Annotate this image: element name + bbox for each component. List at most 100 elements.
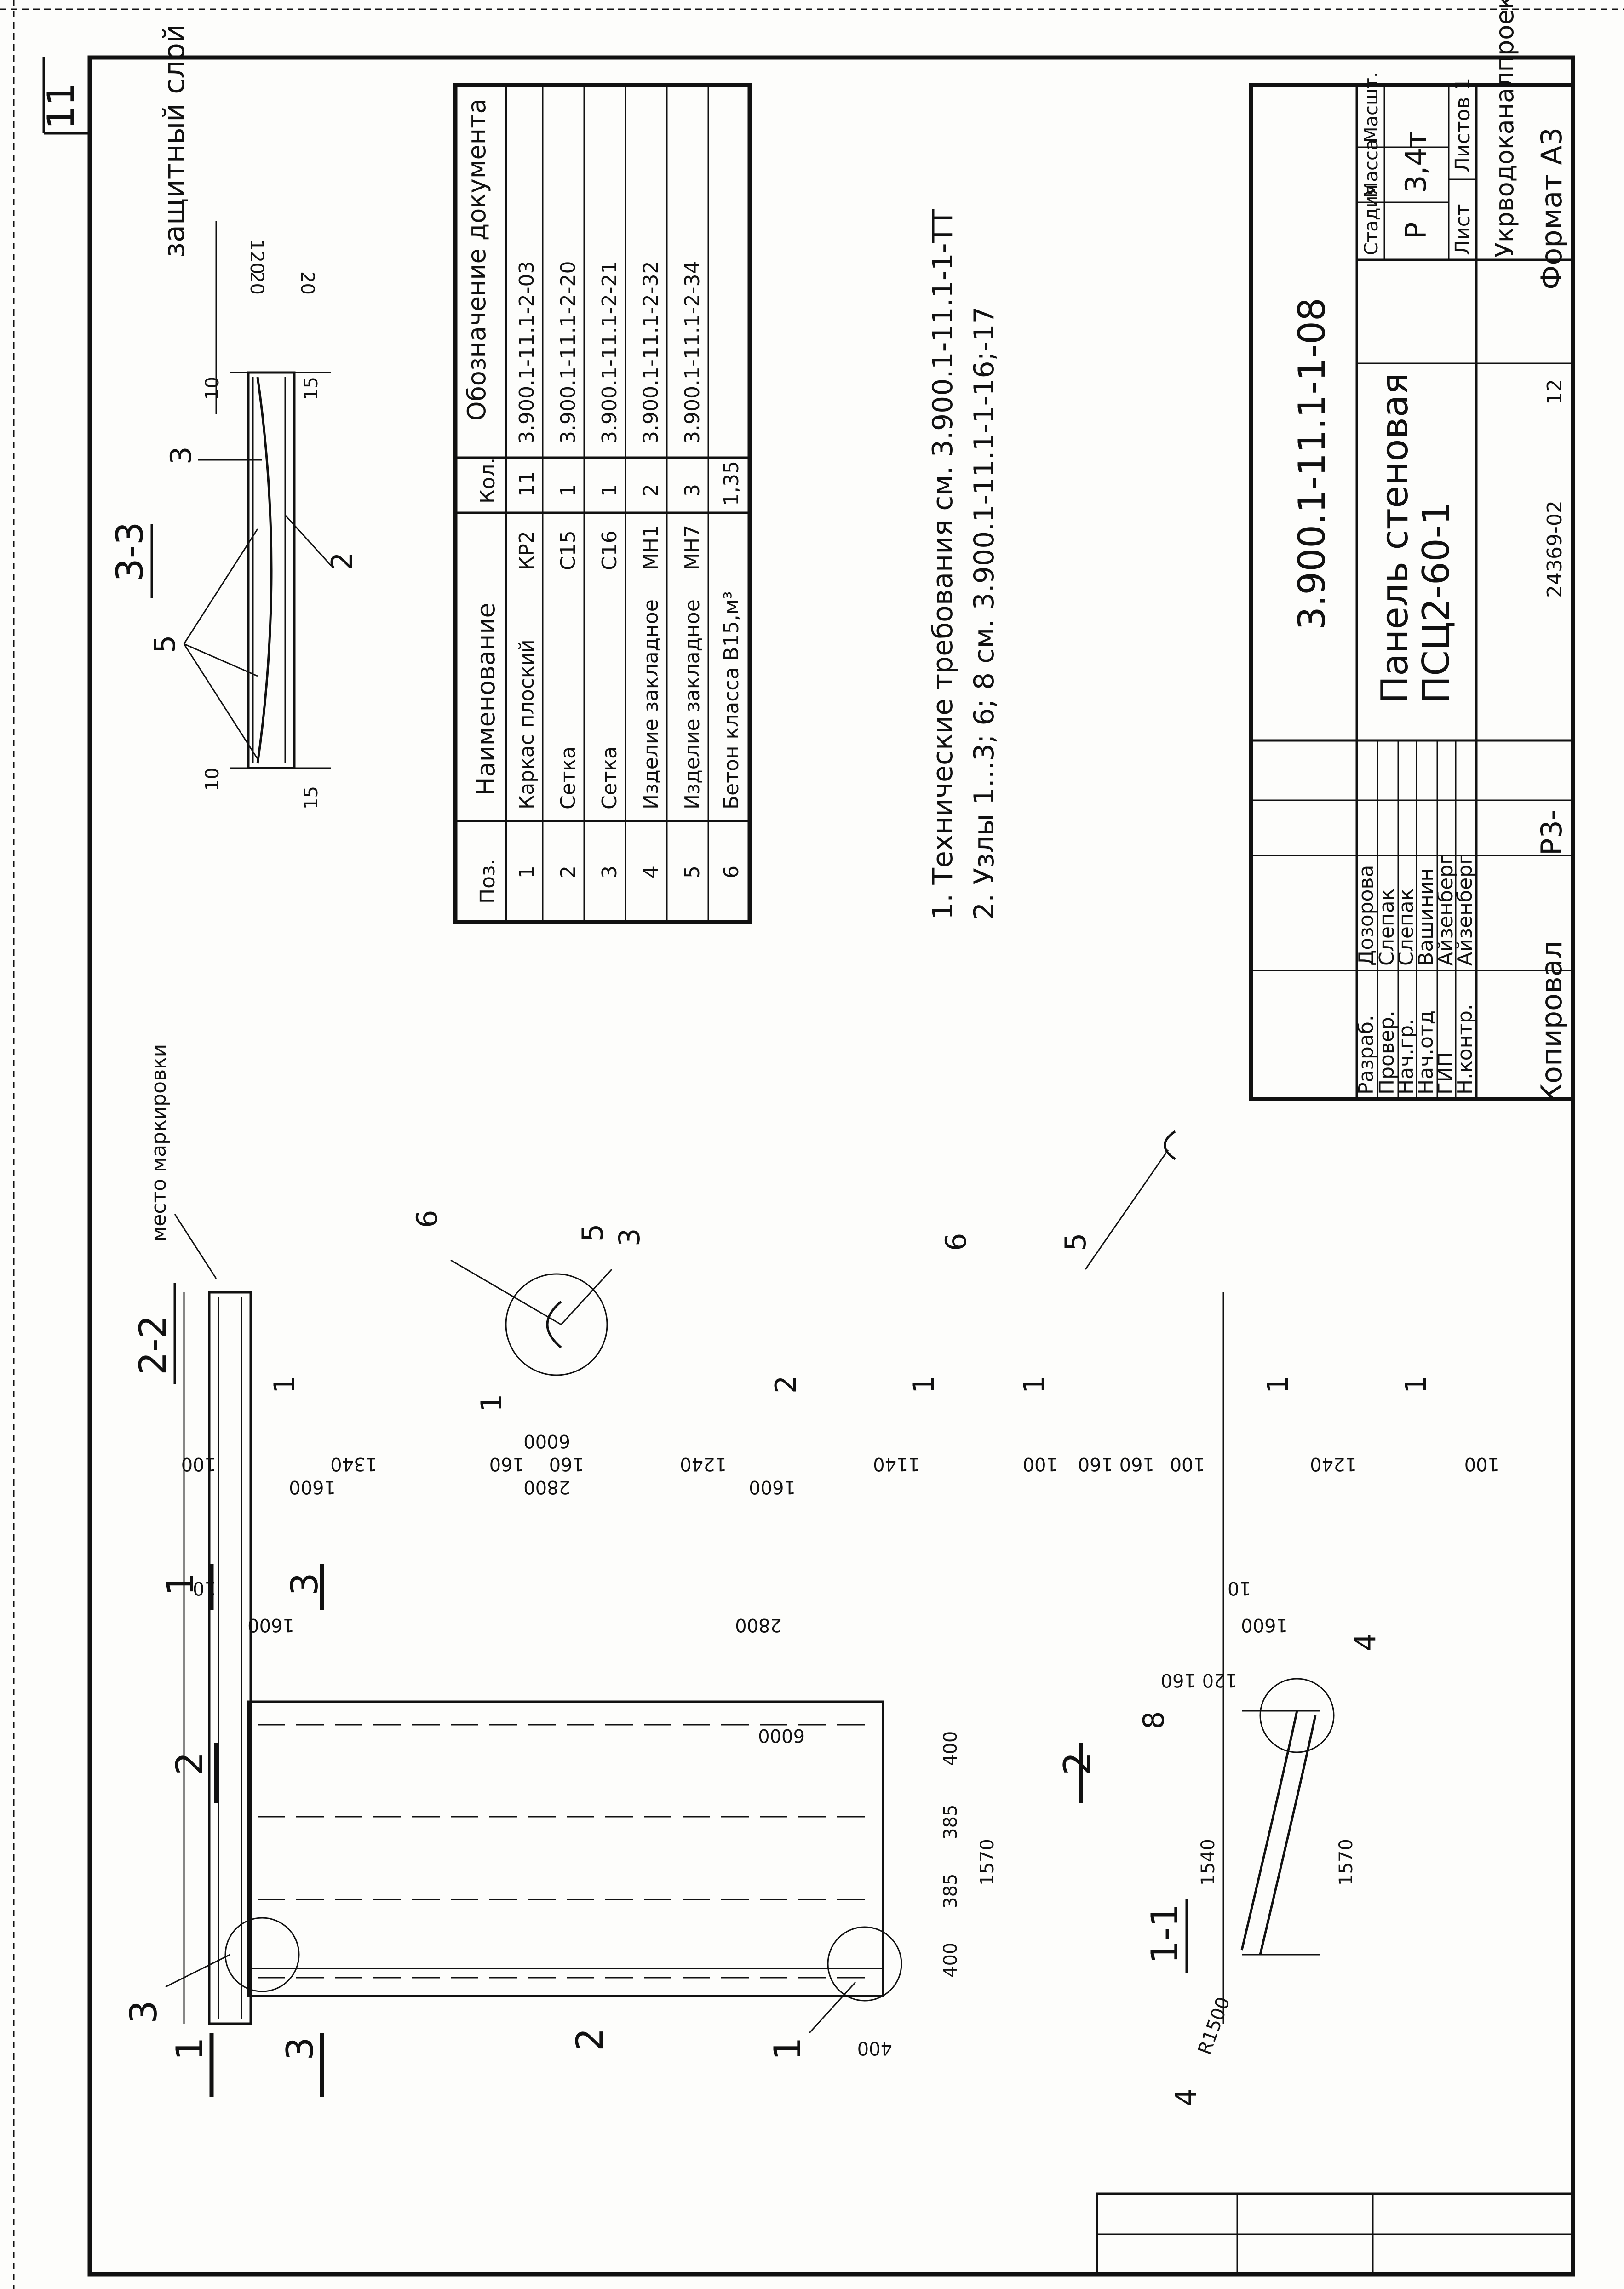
section-1-1-arc [1240,1710,1298,1951]
svg-text:3.900.1-11.1-2-34: 3.900.1-11.1-2-34 [681,261,704,444]
title-block: 3.900.1-11.1-1-08 Панель стеновая ПСЦ2-6… [1249,0,1575,1101]
svg-text:3.900.1-11.1-2-03: 3.900.1-11.1-2-03 [515,261,539,444]
cut-mark-3-bottom: 3 [279,2037,321,2060]
dim-120: 120 [246,239,267,274]
svg-text:Дозорова: Дозорова [1354,865,1378,966]
svg-text:5: 5 [681,866,704,878]
callout-5-b: 5 [1059,1233,1092,1251]
dim-1540: 1540 [1198,1839,1219,1886]
svg-text:3.900.1-11.1-2-32: 3.900.1-11.1-2-32 [639,261,663,444]
svg-text:3.900.1-11.1-2-21: 3.900.1-11.1-2-21 [598,261,621,444]
callout-8: 8 [1137,1711,1171,1729]
detail-circle [505,1273,608,1376]
dim-20-b: 20 [246,271,267,295]
note-2: 2. Узлы 1...3; 6; 8 см. 3.900.1-11.1-1-1… [968,306,1000,920]
svg-text:6: 6 [720,866,743,878]
callout-6: 6 [410,1210,444,1228]
dim-120: 120 [1202,1669,1237,1691]
dim-160-a: 160 [489,1453,524,1474]
svg-text:Вашинин: Вашинин [1414,868,1438,966]
mass-header: Масса [1361,139,1382,198]
paper-format: Формат А3 [1535,127,1568,290]
dim-15-b: 15 [301,786,322,809]
callout-1: 1 [268,1376,301,1394]
callout-3: 3 [164,447,198,465]
dim-10-a: 10 [202,377,223,400]
svg-text:Бетон класса В15,м³: Бетон класса В15,м³ [720,591,743,809]
footer: Копировал Р3- 24369-02 12 Формат А3 [1535,127,1568,1104]
svg-text:С16: С16 [598,530,621,570]
dim-1240-a: 1240 [680,1453,727,1474]
svg-text:3.900.1-11.1-2-20: 3.900.1-11.1-2-20 [557,261,580,444]
svg-text:Айзенберг: Айзенберг [1453,854,1477,966]
callout-1-e: 1 [1261,1376,1295,1394]
svg-text:Разраб.: Разраб. [1354,1015,1378,1095]
title-name-1: Панель стеновая [1373,373,1416,704]
elevation-outline [247,1700,884,1997]
signature-row: Разраб. Дозорова [1354,865,1378,1095]
svg-text:Айзенберг: Айзенберг [1434,854,1458,966]
svg-text:КР2: КР2 [515,531,539,570]
spec-header-pos: Поз. [476,859,499,904]
section-3-3-title: 3-3 [109,522,151,582]
callout-2: 2 [568,2028,611,2051]
spec-row: 2 Сетка С15 1 3.900.1-11.1-2-20 [557,261,580,878]
sheet-number: 11 [40,82,82,129]
dim-1600-top: 1600 [247,1614,294,1635]
section-3-3: 3-3 защитный слой 20 20 120 10 15 10 15 … [109,24,359,809]
stamp-mark: Р3- [1535,810,1568,855]
dim-20-a: 20 [297,271,318,295]
svg-text:Сетка: Сетка [598,746,621,809]
svg-text:4: 4 [639,866,663,878]
callout-4-top: 4 [1349,1633,1382,1651]
svg-text:С15: С15 [557,530,580,570]
dim-100-b: 100 [1023,1453,1058,1474]
title-code: 3.900.1-11.1-1-08 [1291,298,1333,630]
dim-400-b: 400 [940,1731,961,1766]
dim-1600-top-2: 1600 [1241,1614,1288,1635]
callout-6-b: 6 [939,1233,973,1251]
svg-text:1: 1 [557,484,580,497]
svg-text:Сетка: Сетка [557,746,580,809]
svg-text:1,35: 1,35 [720,461,743,506]
svg-text:3: 3 [681,484,704,497]
callout-3: 3 [122,2000,165,2024]
dim-1140: 1140 [873,1453,920,1474]
callout-1-b: 1 [475,1394,508,1412]
callout-5: 5 [576,1224,609,1242]
dim-385-b: 385 [940,1805,961,1840]
svg-text:МН1: МН1 [639,525,663,570]
dim-160-d: 160 [1119,1453,1154,1474]
dim-400-a: 400 [940,1943,961,1978]
callout-1-f: 1 [1399,1376,1433,1394]
dim-160: 160 [1161,1669,1196,1691]
svg-text:МН7: МН7 [681,525,704,570]
dim-1340: 1340 [330,1453,377,1474]
callout-2: 2 [325,552,359,570]
svg-text:11: 11 [515,471,539,497]
spec-header-name: Наименование [471,602,500,796]
marking-place-label: место маркировки [147,1044,171,1242]
spec-row: 6 Бетон класса В15,м³ 1,35 [720,461,743,878]
spec-row: 5 Изделие закладное МН7 3 3.900.1-11.1-2… [681,261,704,878]
section-2-2-title: 2-2 [132,1315,174,1375]
notes: 1. Технические требования см. 3.900.1-11… [927,209,1000,920]
dim-r1500: R1500 [1194,1994,1234,2058]
section-1-1: 1-1 1540 1570 120 160 R1500 8 4 4 [1137,1633,1382,2106]
footer-sheet: 12 [1543,379,1567,405]
section-1-1-title: 1-1 [1143,1904,1186,1964]
dim-385-a: 385 [940,1874,961,1909]
dim-1570: 1570 [1336,1839,1357,1886]
callout-5: 5 [148,635,182,653]
dim-2800: 2800 [523,1476,570,1497]
callout-3: 3 [613,1228,646,1246]
svg-text:Н.контр.: Н.контр. [1453,1004,1477,1095]
svg-text:3: 3 [598,866,621,878]
signature-row: Нач.гр. Слепак [1394,889,1418,1095]
dim-160-c: 160 [1078,1453,1113,1474]
elevation-view: 6000 1600 2800 1600 400 385 385 400 1570… [122,1430,1099,2097]
scale-header: Масшт. [1361,72,1382,143]
